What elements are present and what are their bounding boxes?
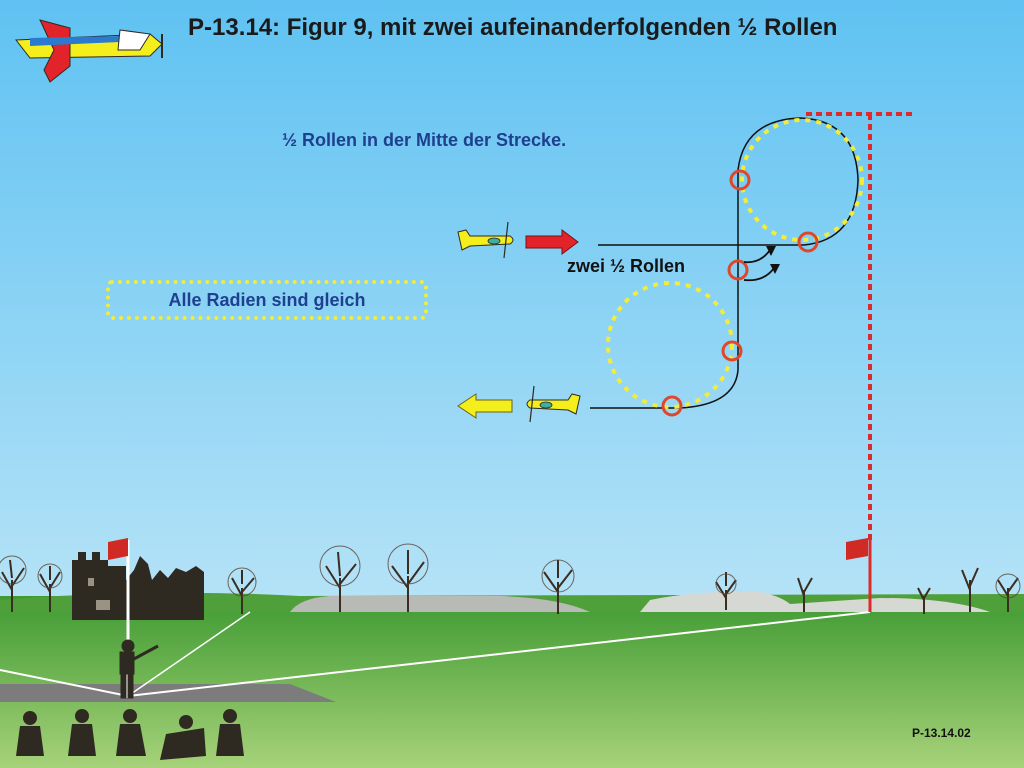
center-line	[806, 112, 916, 540]
rock-outcrop-right	[640, 591, 990, 612]
pilot-icon	[119, 639, 159, 699]
sight-line-b	[127, 611, 871, 697]
upper-loop-circle	[740, 118, 864, 242]
roll-marker	[797, 231, 819, 253]
radii-note-box: Alle Radien sind gleich	[106, 280, 428, 320]
tree-canopy	[0, 543, 1021, 599]
exit-direction-arrow	[457, 393, 513, 419]
rolls-label: zwei ½ Rollen	[567, 256, 686, 276]
roll-markers	[661, 169, 819, 417]
entry-direction-arrow	[525, 229, 579, 255]
grass-field	[0, 596, 1024, 768]
roll-marker	[727, 259, 749, 281]
flag-right-icon	[846, 538, 868, 560]
rock-outcrop-left	[290, 596, 590, 612]
subtitle: ½ Rollen in der Mitte der Strecke.	[282, 130, 567, 150]
sight-line-a	[0, 669, 129, 697]
upper-loop-path	[737, 117, 859, 370]
entry-airplane-icon	[457, 221, 514, 259]
sight-line-c	[127, 611, 251, 697]
roll-rotation-arrows	[743, 249, 775, 282]
runway	[0, 684, 336, 702]
page-title: P-13.14: Figur 9, mit zwei aufeinanderfo…	[188, 14, 838, 41]
flag-left-icon	[108, 538, 128, 560]
roll-marker	[721, 340, 743, 362]
exit-airplane-icon	[526, 385, 581, 423]
castle-ruin	[72, 552, 204, 620]
sky	[0, 0, 1024, 610]
spectators-icon	[16, 709, 244, 760]
roll-marker	[661, 395, 683, 417]
radii-note: Alle Radien sind gleich	[168, 289, 366, 310]
roll-arrowheads	[766, 246, 780, 274]
lower-loop-circle	[606, 281, 734, 409]
roll-marker	[729, 169, 751, 191]
aerobatic-plane-logo	[15, 19, 163, 83]
tree	[1, 550, 1019, 614]
figure-code: P-13.14.02	[912, 726, 971, 740]
